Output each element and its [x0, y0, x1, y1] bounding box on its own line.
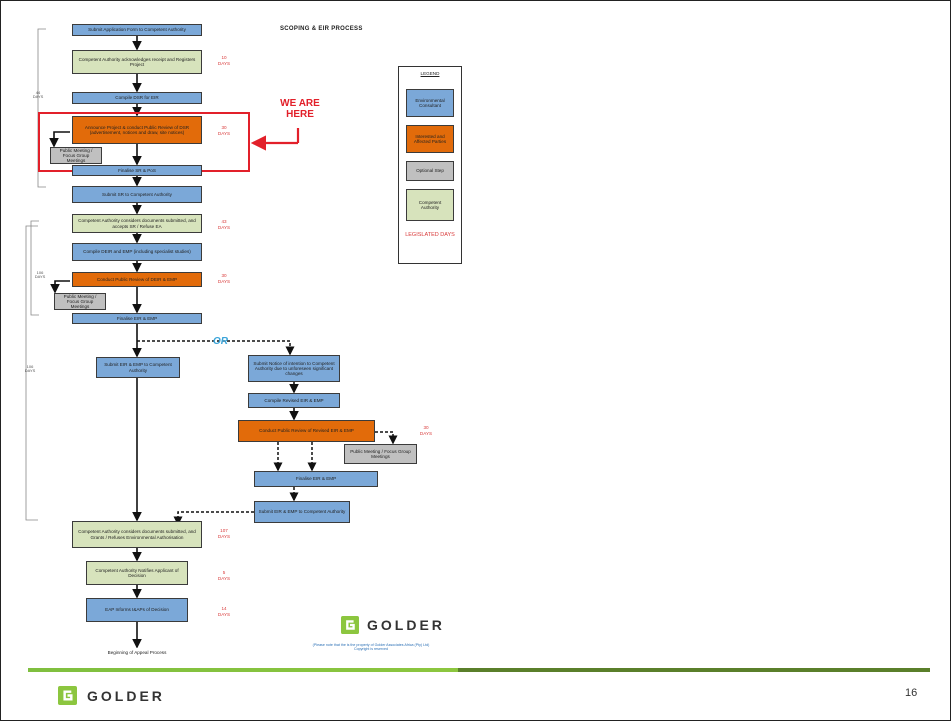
step-register-project: Competent Authority acknowledges receipt… [72, 50, 202, 74]
page-number: 16 [905, 687, 918, 699]
doc-title: SCOPING & EIR PROCESS [280, 26, 363, 32]
step-notify-applicant: Competent Authority Notifies Applicant o… [86, 561, 188, 585]
step-compile-revised-eir: Compile Revised EIR & EMP [248, 393, 340, 408]
legend-environmental-consultant: Environmental Consultant [406, 89, 454, 117]
footer-bar-green [28, 668, 458, 672]
step-public-review-revised: Conduct Public Review of Revised EIR & E… [238, 420, 375, 442]
footer-bar-dark [458, 668, 930, 672]
legend-competent-authority: Competent Authority [406, 189, 454, 221]
doc-logo-text: GOLDER [367, 617, 445, 633]
days-label: 30 DAYS [217, 125, 231, 136]
step-finalise-sr: Finalise SR & PoS [72, 165, 202, 176]
legend-interested-affected-parties: Interested and Affected Parties [406, 125, 454, 153]
we-are-here-callout: WE ARE HERE [280, 98, 320, 120]
days-label: 107 DAYS [217, 528, 231, 539]
step-grant-authorisation: Competent Authority considers documents … [72, 521, 202, 548]
step-finalise-eir: Finalise EIR & EMP [72, 313, 202, 324]
legend-title: LEGEND [420, 71, 440, 76]
golder-logo-icon [58, 686, 77, 705]
footer-logo-text: GOLDER [87, 687, 165, 704]
days-label: 30 DAYS [419, 425, 433, 436]
doc-logo: GOLDER [341, 616, 445, 634]
copyright-note: (Please note that the is the property of… [312, 643, 430, 652]
timeline-days-label: 106 DAYS [34, 270, 46, 280]
step-notice-of-intention: Submit Notice of intention to Competent … [248, 355, 340, 382]
step-submit-application: Submit Application Form to Competent Aut… [72, 24, 202, 36]
days-label: 10 DAYS [217, 55, 231, 66]
step-inform-iaps: EAP Informs I&APs of Decision [86, 598, 188, 622]
legend: LEGEND Environmental Consultant Interest… [398, 66, 462, 264]
step-public-review-deir: Conduct Public Review of DEIR & EMP [72, 272, 202, 287]
days-label: 43 DAYS [217, 219, 231, 230]
step-public-meeting-2: Public Meeting / Focus Group Meetings [54, 293, 106, 310]
step-appeal-process: Beginning of Appeal Process [86, 648, 188, 658]
legend-legislated-days: LEGISLATED DAYS [405, 232, 455, 238]
step-submit-sr: Submit SR to Competent Authority [72, 186, 202, 203]
days-label: 5 DAYS [217, 570, 231, 581]
step-finalise-revised-eir: Finalise EIR & EMP [254, 471, 378, 487]
step-compile-dsr: Compile DSR for EIR [72, 92, 202, 104]
legend-optional-step: Optional Step [406, 161, 454, 181]
step-submit-eir: Submit EIR & EMP to Competent Authority [96, 357, 180, 378]
or-branch-label: OR [213, 336, 228, 347]
golder-logo-icon [341, 616, 359, 634]
days-label: 30 DAYS [217, 273, 231, 284]
days-label: 14 DAYS [217, 606, 231, 617]
step-accept-sr: Competent Authority considers documents … [72, 214, 202, 233]
step-submit-revised-eir: Submit EIR & EMP to Competent Authority [254, 501, 350, 523]
step-public-meeting-3: Public Meeting / Focus Group Meetings [344, 444, 417, 464]
step-compile-deir: Compile DEIR and EMP (including speciali… [72, 243, 202, 261]
step-public-meeting-1: Public Meeting / Focus Group Meetings [50, 147, 102, 164]
step-public-review-dsr: Announce Project & conduct Public Review… [72, 116, 202, 144]
timeline-days-label: 44 DAYS [32, 90, 44, 100]
timeline-days-label: 106 DAYS [24, 364, 36, 374]
footer-logo: GOLDER [58, 686, 165, 705]
